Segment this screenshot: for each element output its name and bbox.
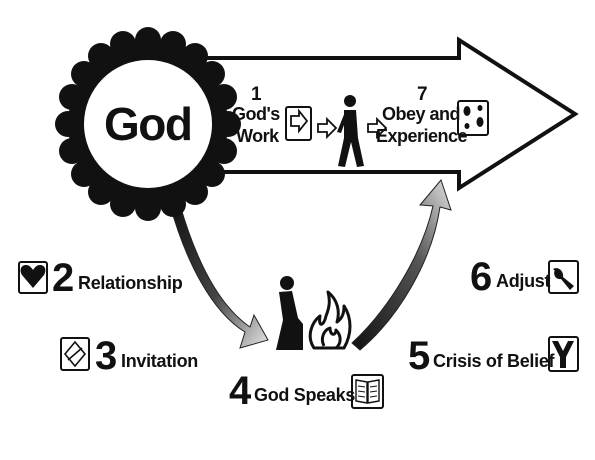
crossroads-icon (548, 336, 579, 372)
step-6-number: 6 (470, 255, 493, 299)
walking-man-icon (337, 95, 364, 167)
step-2-label: Relationship (78, 273, 183, 293)
step-6-label: Adjust (496, 271, 551, 291)
step-2-number: 2 (52, 256, 75, 300)
footprints-icon (457, 100, 489, 136)
curve-arrow-down (169, 204, 269, 349)
god-label: God (104, 98, 193, 150)
curve-arrow-up (351, 178, 452, 351)
step-4-number: 4 (229, 369, 252, 413)
step-7-line2: Experience (376, 126, 468, 146)
step-1-line2: Work (236, 126, 279, 146)
god-badge (55, 27, 241, 221)
step-7-line1: Obey and (382, 104, 461, 124)
step-5-number: 5 (408, 334, 431, 378)
step-5-label: Crisis of Belief (433, 351, 555, 371)
enter-icon (285, 106, 312, 141)
step-1-number: 1 (251, 84, 262, 105)
kneeling-man-icon (276, 276, 303, 350)
small-arrow-2 (367, 116, 388, 140)
step-3-number: 3 (95, 334, 118, 378)
wrench-icon (548, 260, 579, 294)
step-1-line1: God's (232, 104, 280, 124)
bible-icon (351, 374, 384, 409)
heart-icon (18, 261, 48, 294)
burning-bush-icon (308, 290, 352, 350)
step-7-number: 7 (417, 84, 428, 105)
step-4-label: God Speaks (254, 385, 356, 405)
invitation-icon (60, 337, 90, 371)
step-3-label: Invitation (121, 351, 198, 371)
small-arrow-1 (317, 116, 338, 140)
